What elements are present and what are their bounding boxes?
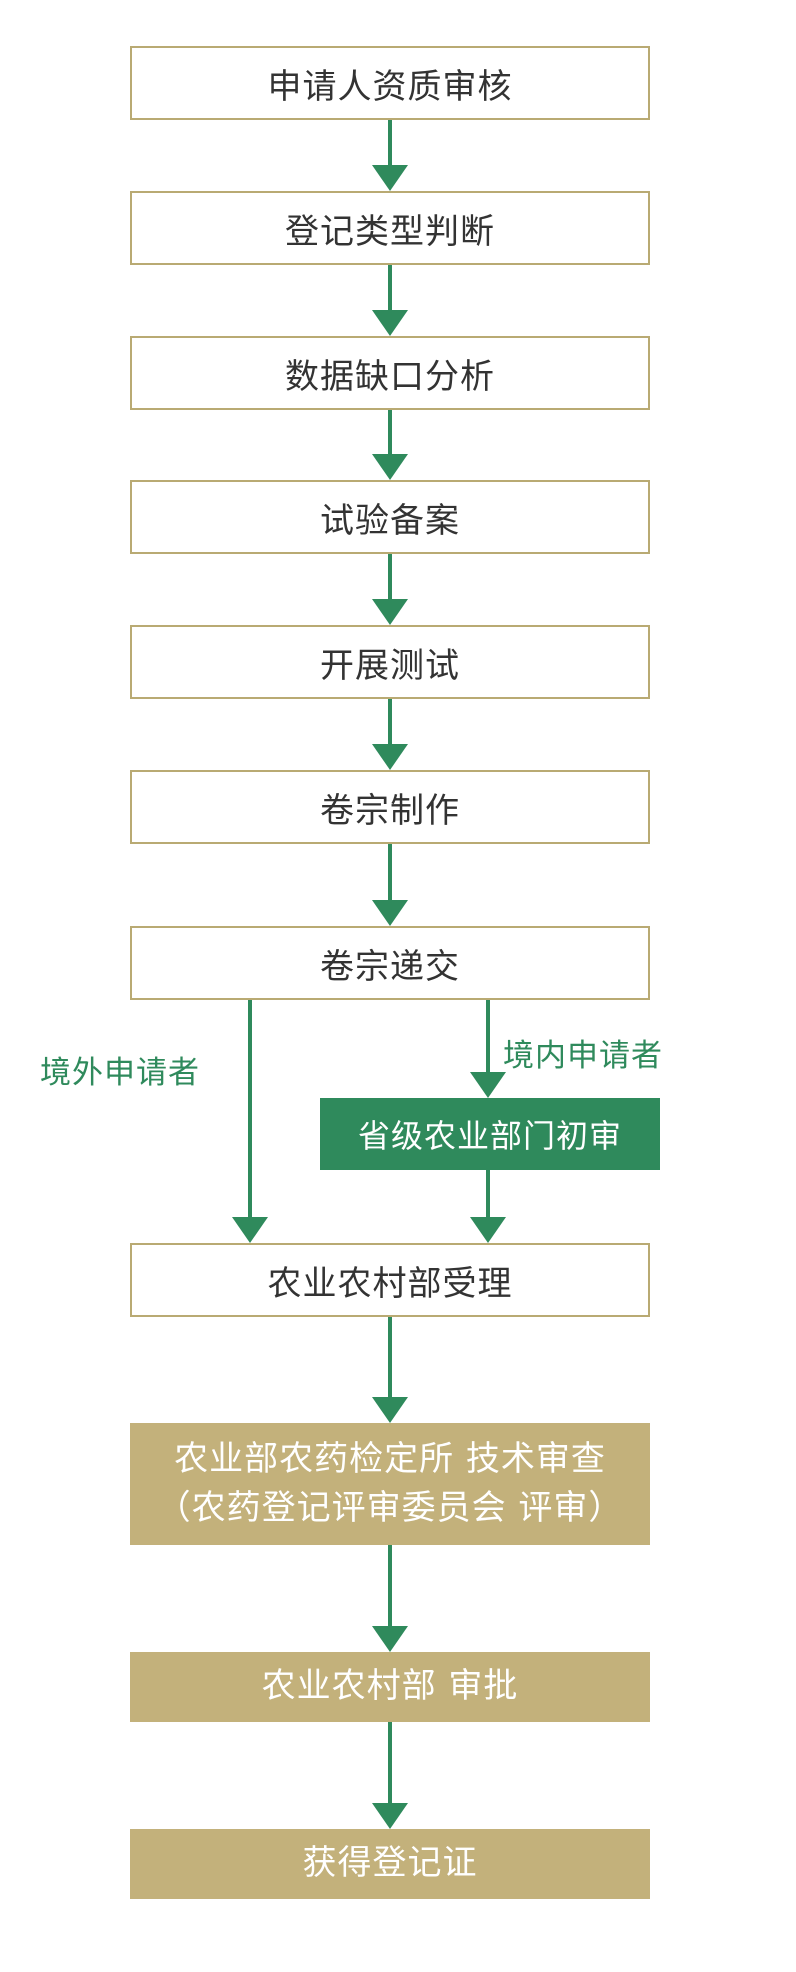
- step-conduct-testing: 开展测试: [130, 625, 650, 699]
- ministry-acceptance: 农业农村部受理: [130, 1243, 650, 1317]
- arrow-3: [372, 410, 408, 480]
- domestic-applicant-label: 境内申请者: [503, 1038, 663, 1074]
- arrow-2: [372, 265, 408, 336]
- arrow-4: [372, 554, 408, 625]
- step-dossier-preparation: 卷宗制作: [130, 770, 650, 844]
- step-dossier-submission: 卷宗递交: [130, 926, 650, 1000]
- step-data-gap-analysis: 数据缺口分析: [130, 336, 650, 410]
- step-applicant-qualification-review: 申请人资质审核: [130, 46, 650, 120]
- obtain-registration-certificate: 获得登记证: [130, 1829, 650, 1899]
- step-registration-type-judgement: 登记类型判断: [130, 191, 650, 265]
- technical-review-box: 农业部农药检定所 技术审查 （农药登记评审委员会 评审）: [130, 1423, 650, 1545]
- arrow-approval-to-certificate: [372, 1722, 408, 1829]
- arrow-6: [372, 844, 408, 926]
- arrow-provincial-to-acceptance: [470, 1170, 506, 1243]
- arrow-5: [372, 699, 408, 770]
- arrow-foreign: [232, 1000, 268, 1243]
- technical-review-line1: 农业部农药检定所 技术审查: [174, 1438, 606, 1479]
- step-trial-filing: 试验备案: [130, 480, 650, 554]
- provincial-preliminary-review: 省级农业部门初审: [320, 1098, 660, 1170]
- technical-review-line2: （农药登记评审委员会 评审）: [156, 1488, 624, 1528]
- ministry-approval: 农业农村部 审批: [130, 1652, 650, 1722]
- arrow-domestic-to-provincial: [470, 1000, 506, 1098]
- arrow-review-to-approval: [372, 1545, 408, 1652]
- arrow-1: [372, 120, 408, 191]
- arrow-acceptance-to-review: [372, 1317, 408, 1423]
- foreign-applicant-label: 境外申请者: [40, 1055, 200, 1091]
